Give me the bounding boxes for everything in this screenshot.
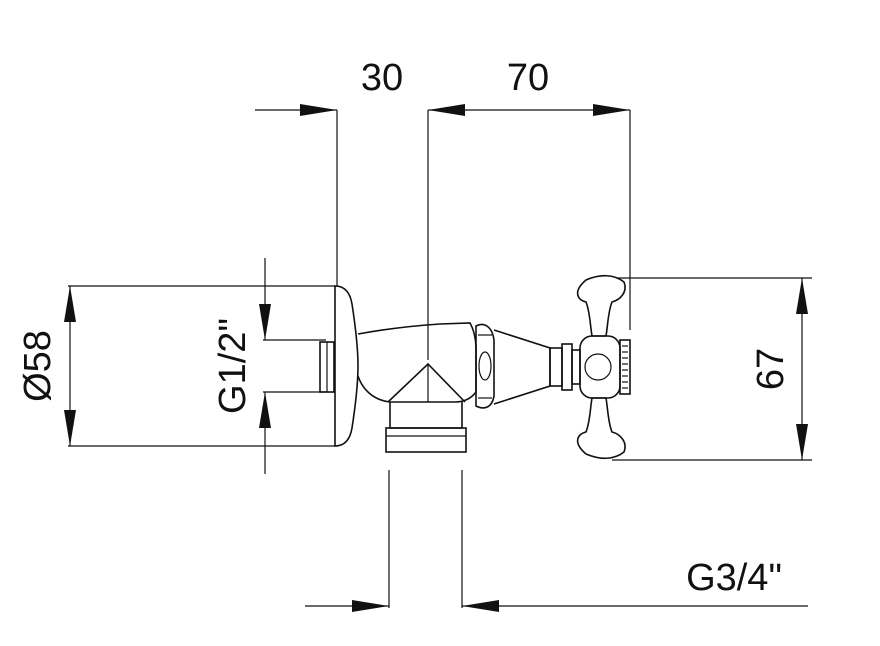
top-dimension-group: 30 70 — [255, 57, 631, 360]
handle-arm-top — [576, 274, 626, 337]
arrowhead — [593, 104, 630, 116]
right-dimension-group: 67 — [612, 277, 812, 461]
outlet-thread-connector — [385, 427, 467, 453]
arrowhead — [64, 410, 76, 446]
handle-cap — [619, 339, 631, 395]
arrowhead — [259, 392, 271, 428]
left-dimension-group: Ø58 G1/2" — [17, 258, 338, 474]
handle-cap-knurl — [622, 345, 628, 389]
outlet-transition — [387, 362, 466, 403]
arrowhead — [352, 600, 389, 612]
nut-ring — [475, 323, 495, 409]
arrowhead — [64, 286, 76, 322]
arrowhead — [796, 424, 808, 460]
nut-ring-detail — [478, 351, 492, 381]
dimension-label-outlet-thread: G3/4" — [686, 557, 782, 599]
bonnet — [493, 329, 551, 405]
handle-hub-boss — [584, 353, 612, 381]
valve-body — [319, 285, 581, 453]
dimension-label-inlet-thread: G1/2" — [212, 318, 254, 414]
arrowhead — [300, 104, 337, 116]
dimension-label-diameter: Ø58 — [17, 330, 59, 402]
spindle-collar-outer — [561, 343, 573, 391]
dimension-label-70: 70 — [507, 57, 549, 99]
arrowhead — [462, 600, 499, 612]
cross-handle — [576, 274, 631, 460]
bottom-dimension-group: G3/4" — [305, 470, 808, 612]
dimension-label-67: 67 — [750, 348, 792, 390]
arrowhead — [796, 278, 808, 314]
main-body — [357, 322, 477, 403]
handle-arm-bottom — [576, 397, 626, 460]
outlet-neck — [389, 402, 463, 429]
wall-flange — [334, 285, 359, 447]
handle-hub — [579, 335, 621, 399]
arrowhead — [259, 304, 271, 340]
spindle-stem — [571, 349, 581, 385]
spindle-collar — [549, 347, 563, 387]
dimension-label-30: 30 — [361, 57, 403, 99]
